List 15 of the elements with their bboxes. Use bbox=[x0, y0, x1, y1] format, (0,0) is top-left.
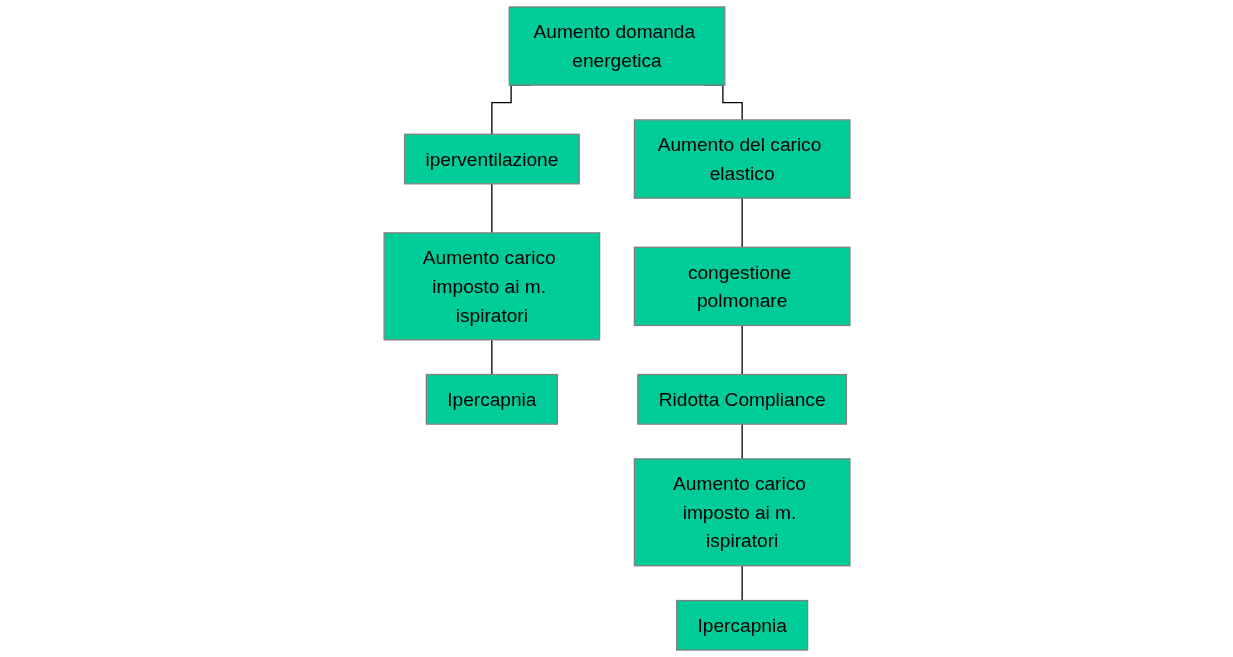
node-box: Aumento carico imposto ai m. ispiratori bbox=[382, 232, 600, 341]
node-box: Ipercapnia bbox=[675, 599, 808, 651]
connector bbox=[490, 339, 492, 376]
node-box: iperventilazione bbox=[403, 133, 580, 185]
node-box: Ipercapnia bbox=[425, 373, 558, 425]
node-box: Aumento carico imposto ai m. ispiratori bbox=[633, 458, 851, 567]
connector bbox=[741, 197, 743, 248]
connector bbox=[490, 183, 492, 234]
connector bbox=[741, 565, 743, 602]
node-box: Aumento del carico elastico bbox=[633, 119, 851, 199]
connector bbox=[741, 423, 743, 460]
connector bbox=[741, 324, 743, 376]
node-box: Ridotta Compliance bbox=[636, 373, 847, 425]
node-box: congestione polmonare bbox=[633, 246, 851, 327]
node-box: Aumento domanda energetica bbox=[508, 6, 725, 86]
